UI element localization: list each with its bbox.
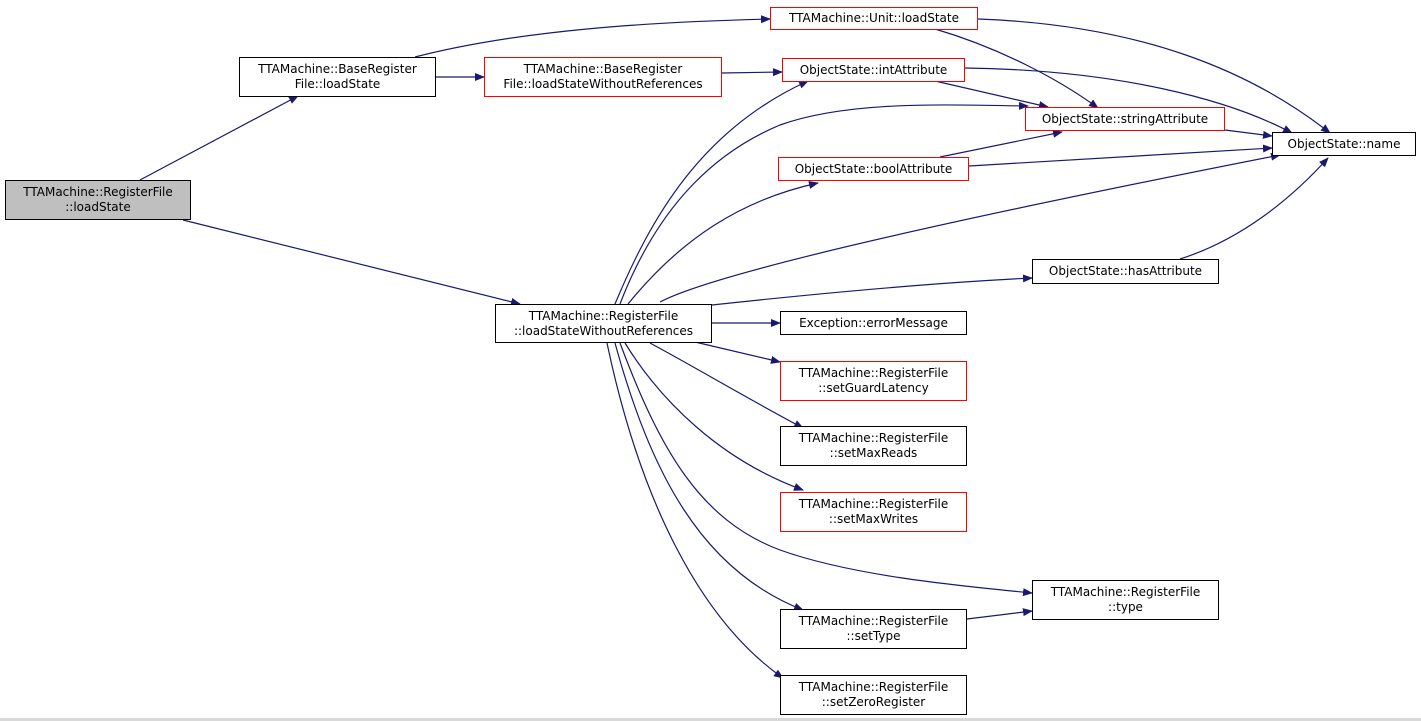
node-line-1: TTAMachine::RegisterFile [798, 431, 949, 445]
node-registerfile-setzeroregister[interactable]: TTAMachine::RegisterFile ::setZeroRegist… [780, 675, 967, 715]
node-registerfile-loadstate[interactable]: TTAMachine::RegisterFile ::loadState [5, 180, 191, 220]
node-line-1: Exception::errorMessage [799, 315, 948, 330]
node-line-2: ::setMaxWrites [828, 512, 919, 526]
edge-base-lswr-int-attr [721, 68, 783, 77]
node-unit-loadstate[interactable]: TTAMachine::Unit::loadState [770, 7, 978, 30]
node-objectstate-boolattribute[interactable]: ObjectState::boolAttribute [778, 157, 969, 181]
node-objectstate-hasattribute[interactable]: ObjectState::hasAttribute [1032, 259, 1219, 284]
edge-rf-lswr-set-max-reads [649, 342, 804, 429]
node-line-2: ::loadStateWithoutReferences [513, 323, 694, 338]
node-objectstate-stringattribute[interactable]: ObjectState::stringAttribute [1025, 107, 1225, 131]
node-line-1: ObjectState::intAttribute [799, 62, 948, 77]
edge-set-type-rf-type [966, 608, 1033, 620]
node-line-1: TTAMachine::RegisterFile [798, 614, 949, 628]
node-baseregisterfile-loadstatewithoutreferences[interactable]: TTAMachine::BaseRegister File::loadState… [484, 57, 722, 97]
node-line-1: TTAMachine::RegisterFile [798, 680, 949, 694]
edge-rf-lswr-set-guard [694, 341, 781, 364]
node-line-2: ::setZeroRegister [821, 695, 926, 709]
node-registerfile-loadstatewithoutreferences[interactable]: TTAMachine::RegisterFile ::loadStateWith… [495, 304, 712, 343]
edge-rf-lswr-set-max-writes [624, 342, 804, 491]
edge-bool-attr-string-attr [939, 129, 1063, 158]
node-registerfile-settype[interactable]: TTAMachine::RegisterFile ::setType [780, 609, 967, 649]
edge-int-attr-name [964, 67, 1293, 134]
node-line-2: ::setGuardLatency [818, 381, 929, 395]
node-objectstate-intattribute[interactable]: ObjectState::intAttribute [782, 58, 965, 82]
node-line-2: ::setMaxReads [829, 446, 918, 460]
edge-bool-attr-name [968, 144, 1273, 167]
node-line-1: TTAMachine::Unit::loadState [789, 11, 959, 25]
edge-root-base-load [139, 95, 299, 181]
node-line-1: ObjectState::name [1287, 136, 1401, 151]
node-line-2: ::setType [846, 629, 901, 643]
node-line-1: TTAMachine::BaseRegister [523, 62, 683, 76]
edge-rf-lswr-string-attr [619, 101, 1029, 305]
node-line-1: TTAMachine::RegisterFile [528, 308, 679, 323]
node-registerfile-setmaxwrites[interactable]: TTAMachine::RegisterFile ::setMaxWrites [780, 492, 967, 532]
edge-rf-lswr-has-attr [711, 274, 1033, 306]
node-line-1: TTAMachine::RegisterFile [23, 185, 173, 199]
node-line-2: ::loadState [65, 200, 131, 214]
node-line-1: TTAMachine::RegisterFile [798, 366, 949, 380]
node-registerfile-setguardlatency[interactable]: TTAMachine::RegisterFile ::setGuardLaten… [780, 361, 967, 401]
node-baseregisterfile-loadstate[interactable]: TTAMachine::BaseRegister File::loadState [239, 57, 436, 97]
node-exception-errormessage[interactable]: Exception::errorMessage [780, 311, 967, 335]
edge-unit-load-string-attr [934, 28, 1099, 109]
edge-unit-load-name [977, 18, 1331, 134]
node-line-1: ObjectState::stringAttribute [1041, 111, 1209, 126]
node-line-2: File::loadStateWithoutReferences [503, 77, 703, 91]
edge-int-attr-string-attr [934, 80, 1049, 109]
node-line-1: ObjectState::boolAttribute [794, 161, 953, 176]
node-objectstate-name[interactable]: ObjectState::name [1272, 132, 1416, 156]
node-line-1: TTAMachine::BaseRegister [258, 62, 417, 76]
edge-rf-lswr-rf-type [619, 342, 1033, 597]
node-registerfile-type[interactable]: TTAMachine::RegisterFile ::type [1032, 580, 1219, 620]
node-line-1: ObjectState::hasAttribute [1048, 264, 1203, 278]
bottom-divider [0, 718, 1421, 721]
edge-rf-lswr-bool-attr [627, 181, 819, 305]
edge-has-attr-name [1179, 157, 1329, 260]
node-line-2: File::loadState [294, 77, 381, 91]
edge-rf-lswr-set-type [614, 342, 804, 611]
node-registerfile-setmaxreads[interactable]: TTAMachine::RegisterFile ::setMaxReads [780, 426, 967, 466]
edge-string-attr-name [1224, 129, 1273, 139]
node-line-2: ::type [1108, 600, 1143, 614]
node-line-1: TTAMachine::RegisterFile [1050, 585, 1201, 599]
edge-rf-lswr-int-attr [614, 80, 809, 305]
edge-rf-lswr-set-zero [606, 342, 784, 679]
edge-root-rf-lswr [182, 219, 521, 306]
edge-rf-lswr-name [659, 152, 1281, 303]
node-line-1: TTAMachine::RegisterFile [798, 497, 949, 511]
edge-base-load-unit-load [414, 15, 771, 58]
